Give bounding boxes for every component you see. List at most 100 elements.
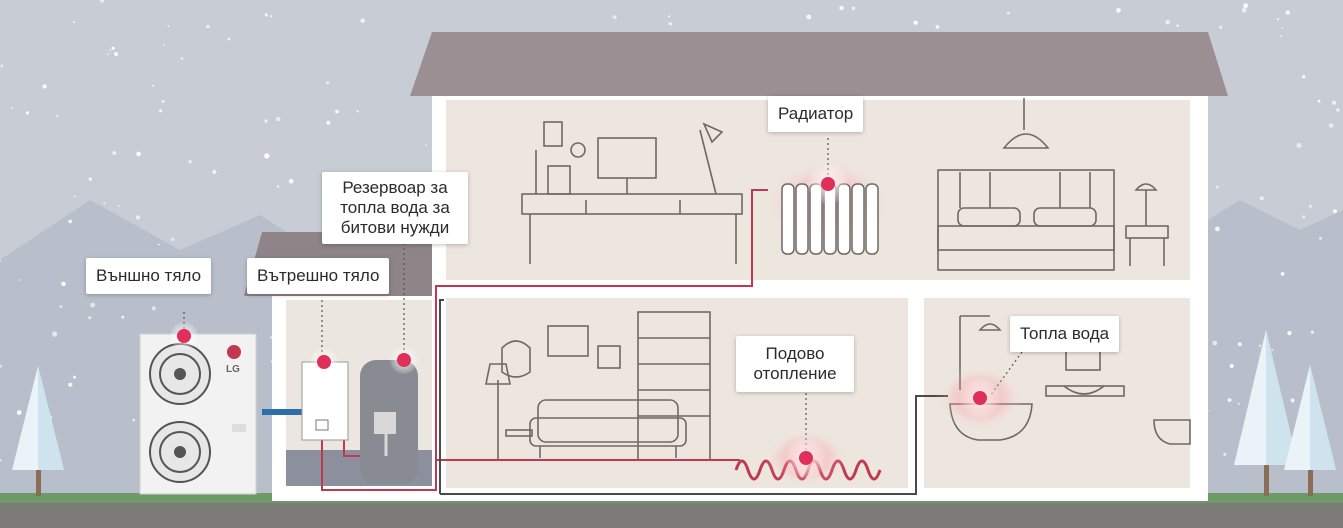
radiator-icon	[762, 155, 894, 255]
snowflake-icon	[326, 81, 330, 85]
snowflake-icon	[1302, 215, 1306, 219]
snowflake-icon	[132, 418, 135, 422]
brand-text: LG	[226, 364, 240, 375]
hot-water-tank	[360, 360, 418, 484]
snowflake-icon	[11, 107, 14, 109]
snowflake-icon	[59, 305, 63, 308]
snowflake-icon	[1237, 342, 1242, 347]
snowflake-icon	[1237, 402, 1240, 405]
outdoor-unit: LG	[139, 333, 257, 495]
snowflake-icon	[151, 84, 155, 87]
outdoor-unit-label: Външно тяло	[86, 258, 212, 294]
snowflake-icon	[73, 195, 76, 198]
snowflake-icon	[1285, 10, 1291, 15]
snowflake-icon	[68, 219, 72, 224]
snowflake-icon	[111, 46, 115, 50]
snowflake-icon	[0, 459, 2, 462]
snowflake-icon	[1219, 25, 1223, 29]
snowflake-icon	[1328, 123, 1334, 128]
snowflake-icon	[1336, 108, 1340, 112]
snowflake-icon	[668, 22, 672, 26]
snowflake-icon	[42, 84, 47, 89]
lg-logo-icon: LG	[226, 345, 241, 375]
snowflake-icon	[136, 151, 141, 157]
snowflake-icon	[1165, 20, 1170, 25]
radiator-label: Радиатор	[768, 96, 864, 132]
snowflake-icon	[118, 205, 121, 207]
snowflake-icon	[839, 5, 844, 11]
snowflake-icon	[88, 177, 93, 181]
bed-icon	[937, 98, 1169, 271]
snowflake-icon	[103, 202, 106, 205]
snowflake-icon	[1296, 142, 1302, 148]
snowflake-icon	[109, 49, 111, 51]
snowflake-icon	[163, 43, 166, 46]
snowflake-icon	[61, 281, 66, 286]
toilet-icon	[1153, 419, 1191, 445]
snowflake-icon	[1280, 272, 1285, 276]
snowflake-icon	[1332, 100, 1337, 105]
snowflake-icon	[1176, 24, 1179, 28]
snowflake-icon	[1259, 344, 1262, 347]
snow-tree-icon	[12, 366, 64, 496]
snowflake-icon	[1317, 99, 1321, 103]
snowflake-icon	[1302, 75, 1306, 79]
hot-water-tank-label: Резервоар за топла вода за битови нужди	[322, 172, 468, 244]
snowflake-icon	[72, 21, 75, 24]
snowflake-icon	[1215, 226, 1220, 232]
snowflake-icon	[100, 0, 104, 3]
snowflake-icon	[68, 382, 73, 387]
snow-tree-icon	[1234, 330, 1336, 496]
snowflake-icon	[114, 51, 119, 57]
snowflake-icon	[356, 110, 359, 113]
snowflake-icon	[188, 159, 192, 164]
snowflake-icon	[161, 99, 165, 104]
snowflake-icon	[0, 260, 1, 262]
floor-heating-label: Подово отопление	[736, 336, 854, 392]
desk-icon	[521, 121, 743, 264]
snowflake-icon	[1116, 7, 1121, 13]
snowflake-icon	[1007, 11, 1010, 15]
snowflake-icon	[1243, 3, 1249, 9]
snowflake-icon	[288, 178, 294, 184]
snowflake-icon	[270, 15, 273, 18]
snowflake-icon	[0, 364, 2, 368]
snowflake-icon	[90, 302, 96, 308]
snowflake-icon	[25, 111, 29, 115]
snowflake-icon	[851, 6, 856, 11]
heating-pipes	[262, 189, 948, 495]
snowflake-icon	[1229, 364, 1234, 368]
snowflake-icon	[167, 25, 170, 27]
snowflake-icon	[1310, 330, 1314, 334]
snowflake-icon	[1241, 7, 1247, 13]
snowflake-icon	[52, 331, 58, 337]
snowflake-icon	[668, 15, 671, 18]
snowflake-icon	[1227, 398, 1232, 402]
snowflake-icon	[121, 315, 125, 319]
snowflake-icon	[1281, 27, 1284, 30]
snowflake-icon	[360, 18, 366, 24]
snowflake-icon	[1319, 237, 1322, 240]
snowflake-icon	[112, 151, 117, 155]
snowflake-icon	[88, 316, 92, 320]
snowflake-icon	[264, 119, 268, 123]
snowflake-icon	[425, 144, 428, 146]
snowflake-icon	[335, 109, 339, 114]
snowflake-icon	[1332, 209, 1337, 214]
snowflake-icon	[151, 306, 156, 311]
snowflake-icon	[159, 109, 163, 113]
snowflake-icon	[158, 243, 160, 246]
snowflake-icon	[73, 375, 76, 379]
snowflake-icon	[106, 53, 109, 56]
snowflake-icon	[264, 153, 270, 159]
snowflake-icon	[1259, 196, 1264, 201]
lamp-icon	[485, 363, 533, 460]
snowflake-icon	[806, 14, 812, 20]
snowflake-icon	[612, 15, 617, 20]
snowflake-icon	[1277, 18, 1279, 21]
snowflake-icon	[206, 24, 210, 29]
ground	[0, 503, 1343, 528]
snowflake-icon	[275, 116, 281, 122]
indoor-unit-label: Вътрешно тяло	[247, 258, 390, 294]
